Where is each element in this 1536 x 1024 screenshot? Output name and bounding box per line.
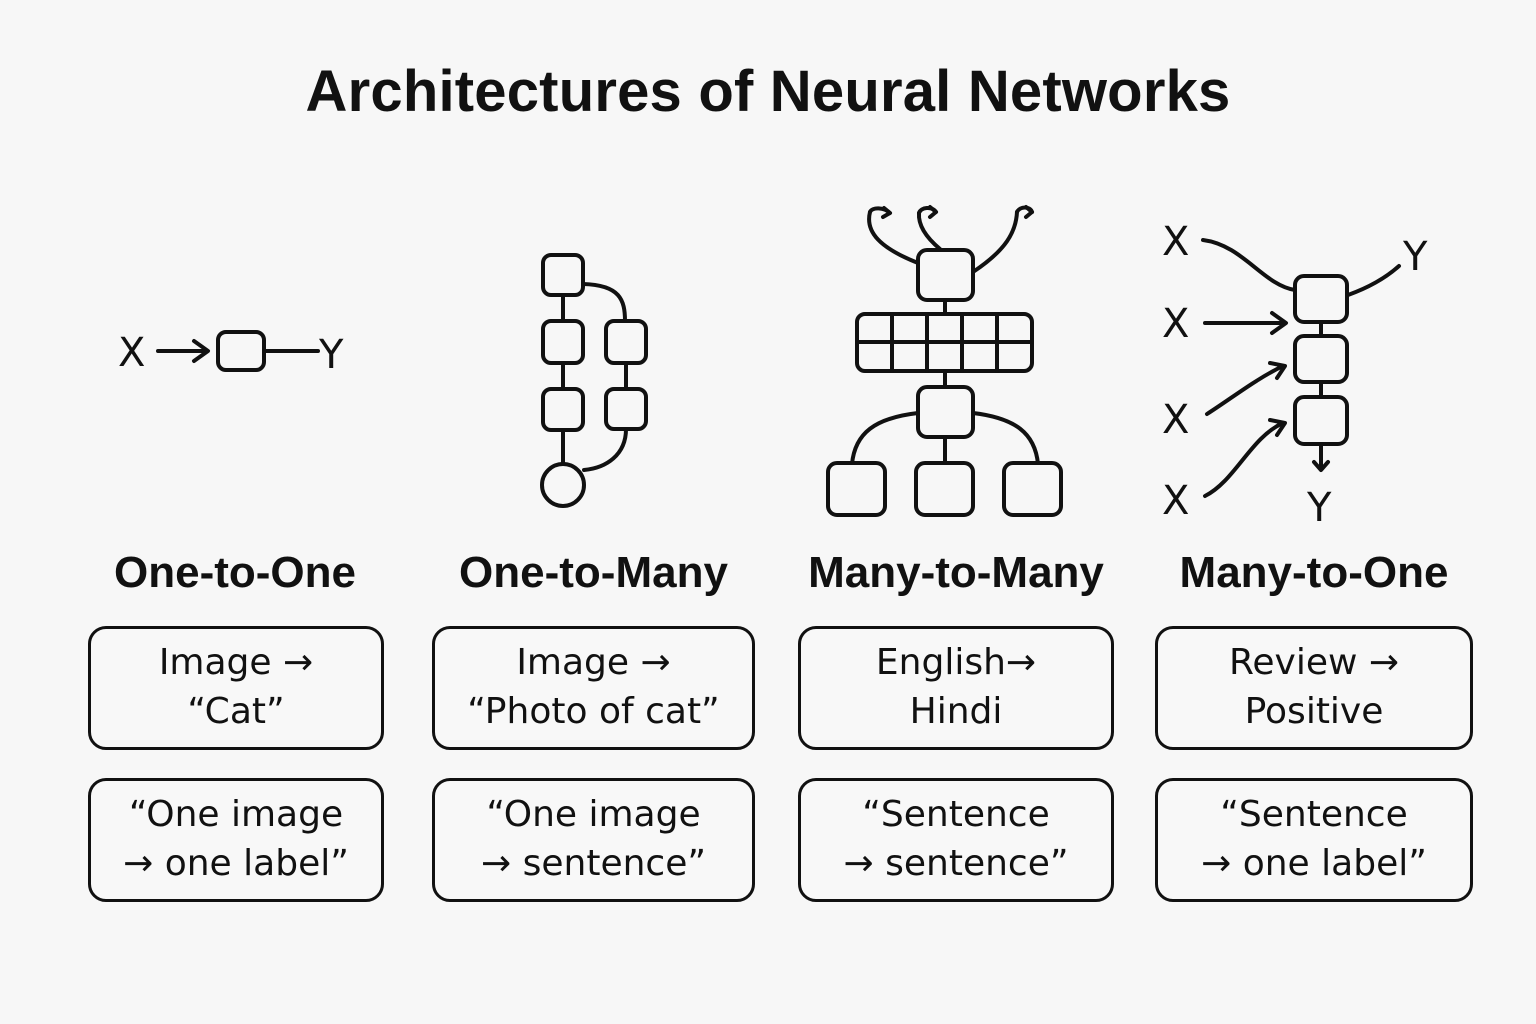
one-to-one-input-arrowhead: [192, 339, 210, 363]
many-to-one-output-path-top: [1346, 264, 1401, 297]
many-to-one-output-label-bottom: Y: [1306, 485, 1332, 531]
many-to-one-example-line-2: Positive: [1244, 691, 1384, 732]
column-title-many-to-many: Many-to-Many: [808, 548, 1104, 597]
one-to-one-node: [216, 330, 266, 372]
many-to-one-output-label-top: Y: [1402, 234, 1428, 280]
one-to-one-description-text: “One image → one label”: [123, 791, 349, 888]
many-to-one-input-path-1: [1201, 238, 1297, 292]
many-to-one-input-label-2: X: [1162, 301, 1189, 347]
column-title-many-to-one: Many-to-One: [1179, 548, 1449, 597]
many-to-one-input-arrowhead-4: [1268, 418, 1287, 437]
many-to-many-input-node-1: [826, 461, 887, 517]
many-to-one-node-3: [1293, 395, 1349, 446]
one-to-one-example-box: Image → “Cat”: [88, 626, 384, 750]
many-to-one-description-line-1: “Sentence: [1220, 794, 1408, 836]
many-to-many-example-box: English→ Hindi: [798, 626, 1114, 750]
one-to-many-description-line-2: → sentence”: [481, 843, 706, 884]
one-to-many-output-node: [540, 462, 586, 508]
many-to-one-example-text: Review → Positive: [1229, 639, 1399, 736]
many-to-many-description-box: “Sentence → sentence”: [798, 778, 1114, 902]
many-to-one-input-path-3: [1205, 364, 1285, 416]
one-to-one-description-line-1: “One image: [128, 794, 344, 836]
many-to-one-node-2: [1293, 334, 1349, 384]
many-to-many-example-text: English→ Hindi: [876, 639, 1036, 736]
many-to-one-output-arrowhead: [1312, 460, 1330, 472]
column-title-one-to-many: One-to-Many: [459, 548, 728, 597]
one-to-one-example-line-2: “Cat”: [187, 691, 285, 732]
many-to-many-left-branch: [850, 411, 920, 466]
one-to-one-input-label: X: [118, 330, 145, 376]
one-to-one-description-line-2: → one label”: [123, 843, 349, 884]
one-to-many-example-line-2: “Photo of cat”: [467, 691, 720, 732]
column-title-one-to-one: One-to-One: [114, 548, 356, 597]
many-to-many-description-line-1: “Sentence: [862, 794, 1050, 836]
one-to-many-left-node-1: [541, 319, 585, 365]
many-to-one-input-label-1: X: [1162, 219, 1189, 265]
one-to-many-description-line-1: “One image: [486, 794, 701, 836]
many-to-many-right-branch: [971, 411, 1040, 466]
one-to-many-input-node: [541, 253, 585, 297]
many-to-one-input-label-3: X: [1162, 397, 1189, 443]
many-to-one-input-arrowhead-2: [1270, 311, 1288, 335]
one-to-many-example-line-1: Image →: [516, 642, 671, 684]
one-to-many-example-text: Image → “Photo of cat”: [467, 639, 719, 736]
many-to-one-input-arrowhead-3: [1268, 361, 1287, 380]
one-to-one-description-box: “One image → one label”: [88, 778, 384, 902]
many-to-one-example-line-1: Review →: [1228, 642, 1400, 684]
many-to-many-example-line-1: English→: [875, 642, 1037, 684]
many-to-many-description-line-2: → sentence”: [843, 843, 1069, 884]
many-to-many-example-line-2: Hindi: [909, 691, 1003, 732]
many-to-many-output-curve-2: [916, 211, 942, 251]
one-to-many-diagram: [540, 253, 648, 508]
page-title: Architectures of Neural Networks: [305, 59, 1231, 124]
one-to-many-left-node-2: [541, 387, 585, 432]
many-to-one-input-label-4: X: [1162, 478, 1189, 524]
many-to-many-output-arrowhead-1: [881, 206, 892, 219]
many-to-many-output-arrowhead-2: [928, 205, 938, 219]
many-to-one-description-text: “Sentence → one label”: [1201, 791, 1427, 888]
many-to-one-diagram: X X X X Y Y: [1162, 219, 1428, 531]
one-to-one-example-line-1: Image →: [158, 642, 314, 684]
many-to-one-description-box: “Sentence → one label”: [1155, 778, 1473, 902]
many-to-many-output-curve-1: [867, 210, 920, 265]
many-to-many-output-arrowhead-3: [1024, 205, 1034, 219]
many-to-many-diagram: [826, 205, 1063, 517]
one-to-many-description-text: “One image → sentence”: [481, 791, 706, 888]
many-to-many-top-node: [916, 248, 975, 302]
many-to-one-node-1: [1293, 274, 1349, 324]
many-to-one-description-line-2: → one label”: [1201, 843, 1427, 884]
many-to-many-output-curve-3: [971, 210, 1019, 274]
many-to-many-grid-lines: [855, 312, 1034, 373]
one-to-many-top-branch: [581, 282, 627, 323]
many-to-many-input-node-2: [914, 461, 975, 517]
one-to-many-example-box: Image → “Photo of cat”: [432, 626, 755, 750]
many-to-one-input-path-4: [1203, 421, 1285, 498]
many-to-many-middle-node: [916, 385, 975, 439]
one-to-many-right-node-1: [604, 319, 648, 365]
one-to-many-bottom-branch: [582, 427, 628, 472]
one-to-many-right-node-2: [604, 387, 648, 431]
one-to-one-output-label: Y: [318, 332, 344, 378]
one-to-one-example-text: Image → “Cat”: [159, 639, 313, 736]
many-to-one-example-box: Review → Positive: [1155, 626, 1473, 750]
one-to-many-description-box: “One image → sentence”: [432, 778, 755, 902]
one-to-one-diagram: X Y: [118, 330, 344, 378]
many-to-many-description-text: “Sentence → sentence”: [844, 791, 1069, 888]
many-to-many-input-node-3: [1002, 461, 1063, 517]
